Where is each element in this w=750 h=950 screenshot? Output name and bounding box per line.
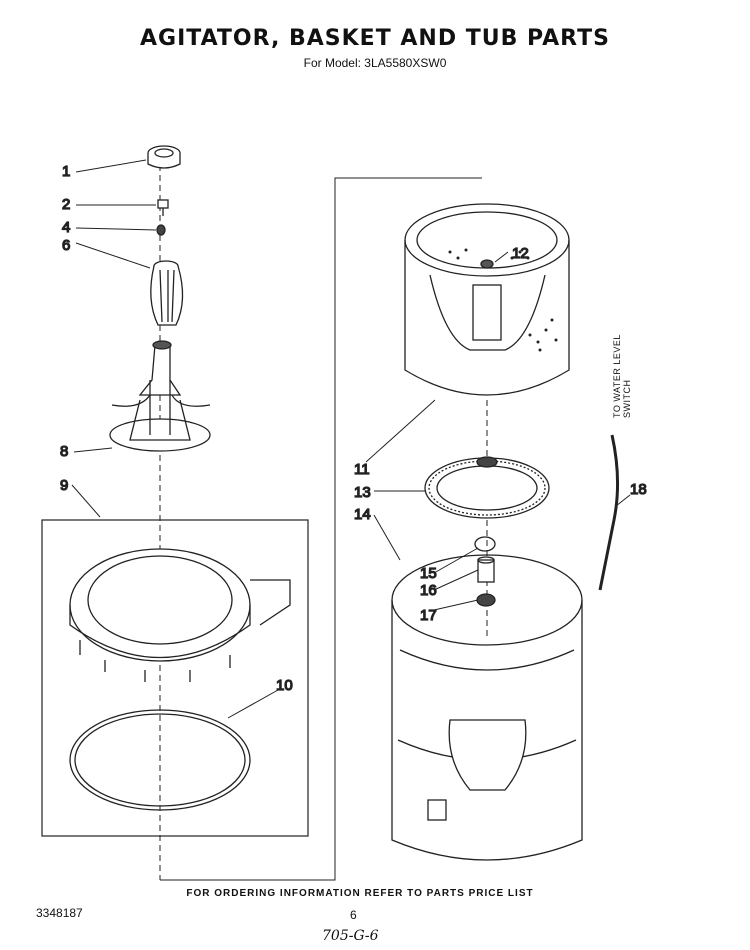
callout-12: 12: [512, 245, 529, 262]
callout-17: 17: [420, 607, 437, 624]
part-clip: [474, 536, 496, 552]
bracket-lines: [160, 177, 482, 881]
ordering-note: FOR ORDERING INFORMATION REFER TO PARTS …: [186, 888, 534, 899]
callout-8: 8: [60, 443, 68, 460]
callout-18: 18: [630, 481, 647, 498]
part-gear-ring: [424, 456, 550, 519]
callout-16: 16: [420, 582, 437, 599]
callout-9: 9: [60, 477, 68, 494]
callout-13: 13: [354, 484, 371, 501]
callout-4: 4: [62, 219, 70, 236]
part-hub: [477, 556, 495, 583]
callout-14: 14: [354, 506, 371, 523]
part-agitator-cap: [147, 145, 181, 169]
water-level-switch-label: TO WATER LEVEL SWITCH: [612, 334, 632, 418]
part-agitator-base: [109, 340, 211, 452]
leader-lines: [71, 159, 631, 719]
callout-10: 10: [276, 677, 293, 694]
callout-6: 6: [62, 237, 70, 254]
handwritten-note: 705-G-6: [322, 928, 379, 944]
part-pressure-hose: [598, 434, 620, 591]
part-nut: [476, 593, 496, 607]
page-number: 6: [350, 908, 357, 922]
part-bolt: [157, 199, 169, 216]
part-seal-ring: [69, 709, 251, 811]
part-basket: [404, 203, 570, 396]
model-subtitle: For Model: 3LA5580XSW0: [303, 56, 447, 70]
callout-2: 2: [62, 196, 70, 213]
part-washer: [156, 224, 166, 236]
callout-1: 1: [62, 163, 70, 180]
side-label-line1: TO WATER LEVEL: [612, 334, 622, 418]
page-title: AGITATOR, BASKET AND TUB PARTS: [140, 26, 610, 51]
callout-15: 15: [420, 565, 437, 582]
document-number: 3348187: [36, 906, 83, 920]
part-outer-tub: [391, 554, 583, 861]
part-agitator-cam: [150, 260, 184, 326]
callout-11: 11: [354, 461, 370, 478]
side-label-line2: SWITCH: [622, 379, 632, 419]
part9-group-box: [41, 519, 309, 837]
part-basket-ring: [69, 548, 291, 682]
